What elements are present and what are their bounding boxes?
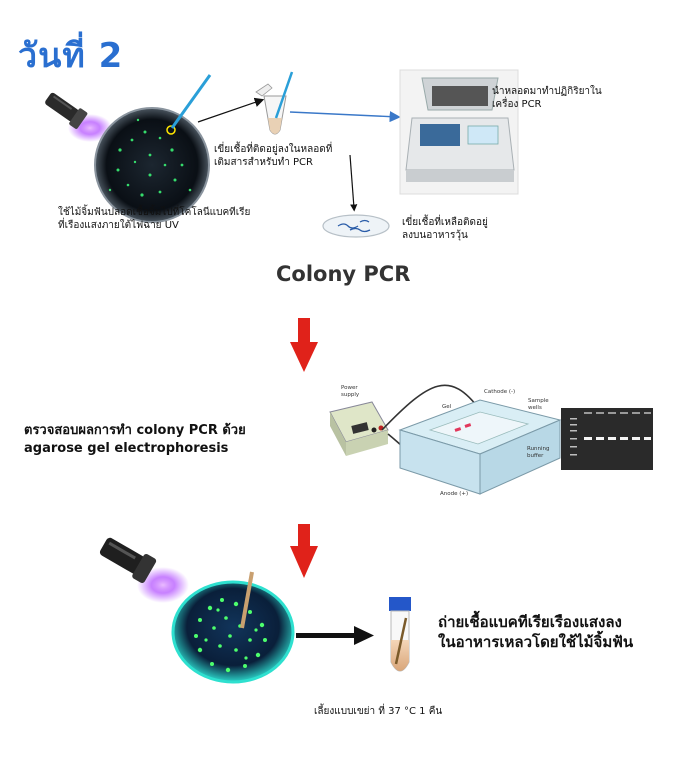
sample-wells-label: Sample wells	[528, 398, 549, 411]
uv-flashlight-icon	[45, 92, 112, 142]
pcr-machine-icon	[399, 69, 519, 195]
section-label-colony-pcr: Colony PCR	[276, 262, 411, 286]
agar-plate-icon	[322, 214, 390, 238]
pipette-tip-icon	[170, 74, 212, 129]
tube-caption: เขี่ยเชื้อที่ติดอยู่ลงในหลอดที่ เติมสารส…	[214, 144, 333, 168]
cable-black	[381, 384, 481, 431]
plate-caption: เขี่ยเชื้อที่เหลือติดอยู่ ลงบนอาหารวุ้น	[402, 217, 488, 241]
uv-flashlight-icon	[99, 537, 189, 603]
cathode-label: Cathode (-)	[484, 389, 516, 395]
down-arrow-icon	[290, 318, 318, 372]
transfer-caption: ถ่ายเชื้อแบคทีเรียเรืองแสงลง ในอาหารเหลว…	[438, 613, 634, 651]
electrophoresis-caption: ตรวจสอบผลการทำ colony PCR ด้วย agarose g…	[24, 423, 246, 456]
anode-label: Anode (+)	[440, 491, 469, 497]
pcr-tube-icon	[255, 71, 294, 135]
petri-dish-dark-icon	[94, 107, 210, 223]
arrow-tube-to-pcr	[289, 111, 401, 123]
gel-photo	[561, 408, 653, 470]
uv-caption: ใช้ไม้จิ้มฟันปลอดเชื้อจิ้มไปที่โคโลนีแบค…	[58, 207, 251, 231]
gel-label: Gel	[442, 404, 452, 410]
petri-dish-fluorescent-icon	[171, 571, 295, 684]
culture-tube-icon	[389, 597, 411, 672]
power-supply-icon	[329, 401, 389, 456]
down-arrow-icon	[290, 524, 318, 578]
pcr-caption: นำหลอดมาทำปฏิกิริยาใน เครื่อง PCR	[492, 86, 602, 110]
power-supply-label: Power supply	[341, 385, 360, 398]
gel-box-icon	[398, 399, 562, 495]
page-title: วันที่ 2	[18, 36, 124, 76]
arrow-tube-to-plate	[349, 154, 358, 212]
arrow-plate-to-tube-step3	[296, 626, 374, 645]
running-buffer-label: Running buffer	[527, 446, 550, 459]
incubation-caption: เลี้ยงแบบเขย่า ที่ 37 °C 1 คืน	[314, 706, 443, 717]
arrow-plate-to-tube	[197, 97, 265, 123]
